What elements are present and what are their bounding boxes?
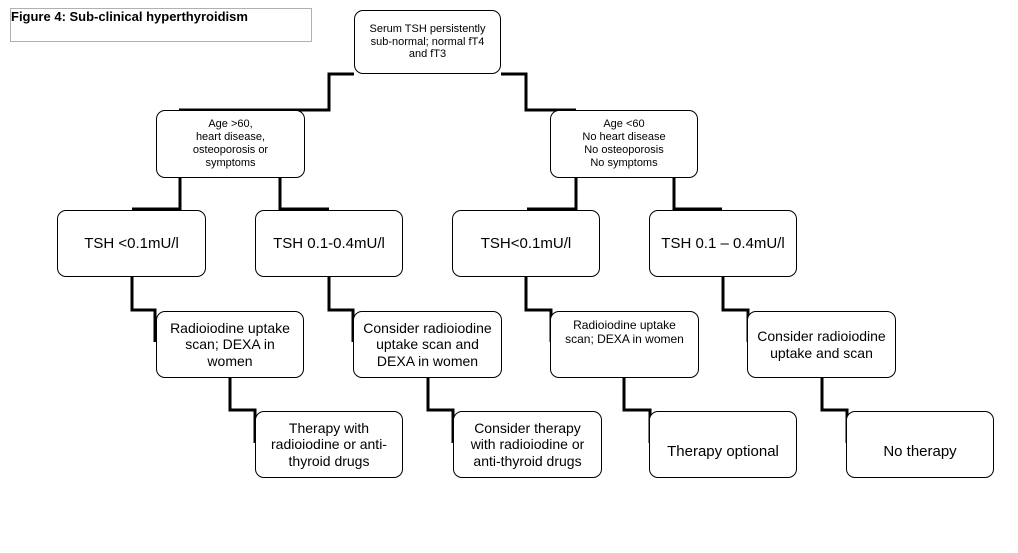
node-tsh-l2: TSH 0.1-0.4mU/l [255, 210, 403, 277]
node-inv-r1: Radioiodine uptake scan; DEXA in women [550, 311, 699, 378]
node-left-group: Age >60, heart disease, osteoporosis or … [156, 110, 305, 178]
node-left-group-label: Age >60, heart disease, osteoporosis or … [192, 118, 269, 169]
node-tx-r1-label: Therapy optional [667, 443, 779, 461]
node-tsh-l1-label: TSH <0.1mU/l [84, 234, 179, 252]
edge-inv-l1-tx [228, 378, 257, 443]
node-tsh-r2-label: TSH 0.1 – 0.4mU/l [661, 234, 785, 252]
node-tsh-l1: TSH <0.1mU/l [57, 210, 206, 277]
node-inv-r1-label: Radioiodine uptake scan; DEXA in women [565, 318, 684, 347]
node-tx-r2: No therapy [846, 411, 994, 478]
figure-title-box: Figure 4: Sub-clinical hyperthyroidism [10, 8, 312, 42]
node-tsh-r2: TSH 0.1 – 0.4mU/l [649, 210, 797, 277]
node-inv-l2: Consider radioiodine uptake scan and DEX… [353, 311, 502, 378]
edge-tsh-l1-inv [130, 277, 157, 342]
edge-left-tsh2 [278, 178, 329, 211]
node-right-group: Age <60 No heart disease No osteoporosis… [550, 110, 698, 178]
edge-right-tsh1 [527, 178, 578, 211]
node-inv-l1: Radioiodine uptake scan; DEXA in women [156, 311, 304, 378]
node-inv-r2-label: Consider radioiodine uptake and scan [757, 328, 886, 361]
edge-right-tsh2 [672, 178, 722, 211]
node-tx-l1-label: Therapy with radioiodine or anti- thyroi… [271, 419, 387, 469]
node-root: Serum TSH persistently sub-normal; norma… [354, 10, 501, 74]
edge-root-left [179, 72, 354, 112]
node-tx-r1: Therapy optional [649, 411, 797, 478]
figure-title: Figure 4: Sub-clinical hyperthyroidism [11, 9, 248, 24]
node-inv-l2-label: Consider radioiodine uptake scan and DEX… [363, 319, 492, 369]
edge-left-tsh1 [132, 178, 182, 211]
edge-inv-r2-tx [820, 378, 849, 443]
node-tsh-l2-label: TSH 0.1-0.4mU/l [273, 234, 385, 252]
node-inv-r2: Consider radioiodine uptake and scan [747, 311, 896, 378]
edge-inv-r1-tx [622, 378, 652, 443]
node-tsh-r1: TSH<0.1mU/l [452, 210, 600, 277]
node-root-label: Serum TSH persistently sub-normal; norma… [369, 22, 486, 61]
node-tsh-r1-label: TSH<0.1mU/l [480, 234, 572, 252]
node-tx-l2: Consider therapy with radioiodine or ant… [453, 411, 602, 478]
edge-root-right [501, 72, 576, 112]
node-inv-l1-label: Radioiodine uptake scan; DEXA in women [170, 319, 290, 369]
node-tx-l1: Therapy with radioiodine or anti- thyroi… [255, 411, 403, 478]
edge-inv-l2-tx [426, 378, 455, 443]
node-tx-l2-label: Consider therapy with radioiodine or ant… [470, 419, 585, 469]
node-tx-r2-label: No therapy [883, 443, 957, 461]
node-right-group-label: Age <60 No heart disease No osteoporosis… [582, 118, 666, 169]
edge-tsh-l2-inv [327, 277, 355, 342]
edge-tsh-r1-inv [524, 277, 553, 342]
edge-tsh-r2-inv [721, 277, 750, 342]
